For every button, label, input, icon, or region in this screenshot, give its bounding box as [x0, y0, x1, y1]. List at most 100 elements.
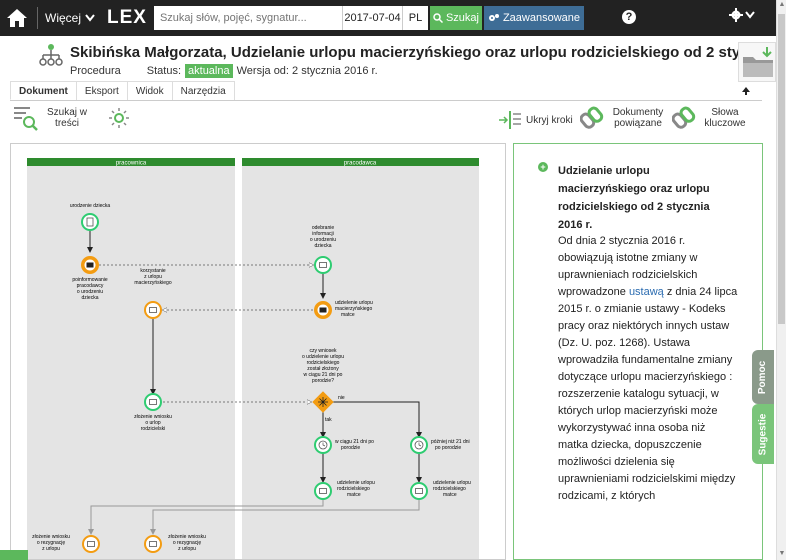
keywords-button[interactable]: Słowa kluczowe [672, 105, 750, 131]
envelope-icon [149, 307, 157, 313]
procedure-icon [39, 44, 63, 66]
envelope-icon [319, 262, 327, 268]
tab-narzedzia[interactable]: Narzędzia [171, 81, 235, 100]
link-icon [580, 106, 604, 129]
step-description-panel[interactable]: + Udzielanie urlopu macierzyńskiego oraz… [513, 143, 763, 560]
page-title: Skibińska Małgorzata, Udzielanie urlopu … [70, 44, 769, 61]
date-field[interactable]: 2017-07-04 [341, 6, 402, 30]
hide-steps-icon [499, 111, 521, 129]
document-icon [86, 217, 94, 227]
language-selector[interactable]: PL [401, 6, 428, 30]
lane-pracodawca [242, 158, 479, 559]
more-menu[interactable]: Więcej [41, 11, 103, 25]
document-tabs: Dokument Eksport Widok Narzędzia [10, 81, 762, 101]
scroll-down-icon[interactable]: ▼ [778, 550, 786, 557]
lane-label-pracodawca: pracodawca [344, 161, 377, 167]
toolbar: Szukaj w treści Ukryj kroki Dokumenty po… [10, 103, 762, 137]
step-description: Od dnia 2 stycznia 2016 r. obowiązują is… [558, 233, 738, 505]
tab-dokument[interactable]: Dokument [10, 81, 77, 100]
gears-icon [488, 14, 499, 21]
home-icon [7, 9, 27, 27]
related-documents-button[interactable]: Dokumenty powiązane [580, 105, 668, 131]
send-message-icon[interactable] [314, 482, 332, 500]
suggestions-side-tab[interactable]: Sugestie [752, 404, 774, 464]
help-side-tab-label: Pomoc [757, 360, 769, 394]
hide-steps-label: Ukryj kroki [526, 114, 573, 126]
page-scrollbar[interactable]: ▲ ▼ [776, 0, 786, 560]
envelope-icon [319, 307, 327, 313]
search-button-label: Szukaj [445, 12, 479, 24]
settings-menu[interactable] [729, 8, 755, 22]
scrollbar-thumb[interactable] [778, 14, 785, 324]
envelope-icon [149, 399, 157, 405]
branch-label-no: nie [338, 395, 345, 401]
law-link[interactable]: ustawą [628, 286, 664, 298]
save-to-folder-button[interactable] [738, 42, 776, 82]
scroll-up-icon[interactable]: ▲ [778, 1, 786, 8]
folder-download-icon [743, 47, 773, 77]
gear-icon [729, 8, 743, 22]
send-message-icon[interactable] [410, 482, 428, 500]
expand-plus-icon[interactable]: + [538, 162, 548, 172]
tab-widok[interactable]: Widok [126, 81, 173, 100]
link-icon [672, 106, 696, 129]
more-label: Więcej [45, 11, 82, 25]
send-message-icon[interactable] [144, 393, 162, 411]
collapse-up-button[interactable] [736, 83, 756, 99]
chevron-down-icon [85, 14, 95, 22]
status-badge: aktualna [185, 64, 233, 78]
suggestions-side-tab-label: Sugestie [757, 413, 769, 455]
home-button[interactable] [0, 0, 34, 36]
divider [37, 7, 38, 29]
receive-message-icon[interactable] [314, 256, 332, 274]
search-in-text-button[interactable]: Szukaj w treści [12, 105, 92, 131]
send-message-icon[interactable] [82, 535, 100, 553]
send-message-icon[interactable] [144, 535, 162, 553]
receive-message-icon[interactable] [144, 301, 162, 319]
lane-header-pracodawca [242, 158, 479, 166]
start-event-icon[interactable] [81, 213, 99, 231]
lane-pracownica [27, 158, 235, 559]
branch-label-yes: tak [325, 417, 332, 423]
version-date: Wersja od: 2 stycznia 2016 r. [236, 65, 378, 77]
process-diagram[interactable]: pracownica pracodawca urodzenie dziecka … [11, 144, 506, 560]
step-title: Udzielanie urlopu macierzyńskiego oraz u… [558, 165, 710, 231]
description-text-post: z dnia 24 lipca 2015 r. o zmianie ustawy… [558, 286, 738, 502]
lane-header-pracownica [27, 158, 235, 166]
status-label: Status: [146, 65, 182, 77]
envelope-icon [415, 488, 423, 494]
envelope-icon [86, 262, 94, 268]
process-diagram-panel[interactable]: pracownica pracodawca urodzenie dziecka … [10, 143, 506, 560]
arrow-up-icon [742, 87, 750, 95]
corner-settings-button[interactable] [0, 550, 28, 560]
advanced-search-button[interactable]: Zaawansowane [483, 6, 584, 30]
search-input[interactable] [153, 6, 342, 30]
help-icon[interactable]: ? [622, 10, 636, 24]
search-icon [433, 13, 443, 23]
envelope-icon [149, 541, 157, 547]
search-in-text-label: Szukaj w treści [46, 107, 87, 129]
flow-arrow [150, 499, 420, 535]
hide-steps-button[interactable]: Ukryj kroki [498, 109, 573, 131]
top-bar: Więcej LEX 2017-07-04 PL Szukaj Zaawanso… [0, 0, 776, 36]
node-label: urodzenie dziecka [70, 203, 111, 209]
chevron-down-icon [745, 11, 755, 19]
brand-logo[interactable]: LEX [107, 7, 147, 28]
envelope-icon [319, 488, 327, 494]
flow-arrow [88, 499, 324, 535]
tab-eksport[interactable]: Eksport [75, 81, 128, 100]
flow-arrow [333, 401, 422, 438]
description-text-pre: Od dnia 2 stycznia 2016 r. obowiązują is… [558, 235, 698, 298]
highlight-toggle[interactable] [108, 107, 130, 129]
search-button[interactable]: Szukaj [429, 6, 482, 30]
help-side-tab[interactable]: Pomoc [752, 350, 774, 404]
